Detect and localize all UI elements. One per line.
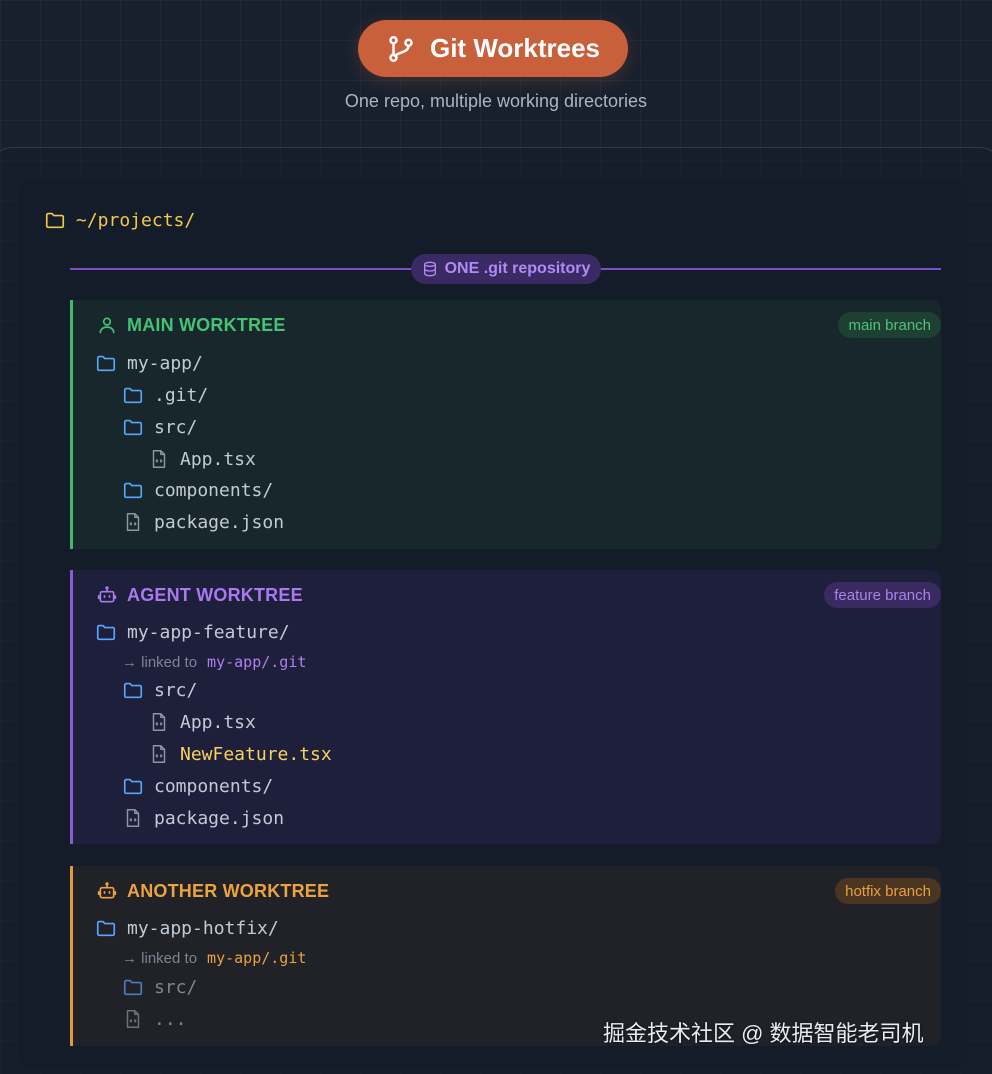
page-title: Git Worktrees	[429, 33, 600, 63]
tree-item-label: my-app/	[127, 352, 203, 374]
folder-icon	[123, 419, 143, 436]
code-file-icon	[126, 513, 140, 531]
tree-item-label: src/	[154, 679, 198, 701]
watermark: 掘金技术社区 @ 数据智能老司机	[603, 1021, 924, 1046]
tree-item-label: ...	[154, 1008, 187, 1030]
code-file-icon	[126, 809, 140, 827]
repository-label: ONE .git repository	[444, 260, 591, 277]
folder-icon	[96, 920, 116, 937]
tree-item-label: App.tsx	[180, 711, 256, 733]
title-badge: Git Worktrees	[358, 20, 628, 77]
folder-icon	[123, 387, 143, 404]
tree-folder: my-app-hotfix/	[95, 915, 279, 941]
tree-item-label: package.json	[154, 807, 285, 829]
root-path: ~/projects/	[44, 208, 195, 232]
user-icon	[99, 317, 115, 334]
git-branch-icon	[389, 35, 413, 62]
linked-prefix: → linked to	[122, 949, 198, 967]
tree-item-label: components/	[154, 775, 274, 797]
tree-item-label: src/	[154, 976, 198, 998]
tree-item-label: src/	[154, 416, 198, 438]
code-file-icon	[126, 1010, 140, 1028]
tree-item-label: my-app-feature/	[127, 621, 290, 643]
tree-folder: .git/	[122, 382, 208, 408]
tree-folder: src/	[122, 677, 197, 703]
worktree-title: ANOTHER WORKTREE	[127, 880, 330, 901]
folder-icon	[123, 682, 143, 699]
branch-badge: hotfix branch	[835, 878, 941, 904]
branch-badge: feature branch	[824, 582, 941, 608]
folder-icon	[123, 778, 143, 795]
tree-item-label: App.tsx	[180, 448, 256, 470]
linked-note: → linked to my-app/.git	[122, 652, 306, 672]
tree-file: App.tsx	[148, 709, 256, 735]
folder-icon	[123, 979, 143, 996]
worktree-header: ANOTHER WORKTREE	[97, 878, 329, 904]
tree-folder: my-app/	[95, 350, 203, 376]
tree-file: ...	[122, 1006, 187, 1032]
tree-item-label: my-app-hotfix/	[127, 917, 279, 939]
tree-file: App.tsx	[148, 446, 256, 472]
tree-file: package.json	[122, 509, 284, 535]
worktree-title: MAIN WORKTREE	[127, 314, 286, 335]
tree-folder: components/	[122, 773, 273, 799]
page-subtitle: One repo, multiple working directories	[344, 91, 648, 111]
bot-icon	[97, 586, 117, 603]
tree-item-label: components/	[154, 479, 274, 501]
tree-folder: src/	[122, 414, 197, 440]
agent-worktree-card: AGENT WORKTREE feature branch my-app-fea…	[70, 570, 941, 844]
root-path-label: ~/projects/	[76, 209, 196, 231]
code-file-icon	[152, 713, 166, 731]
linked-target: my-app/.git	[207, 653, 307, 671]
tree-item-label: .git/	[154, 384, 209, 406]
header: Git Worktrees One repo, multiple working…	[0, 0, 992, 140]
linked-note: → linked to my-app/.git	[122, 948, 306, 968]
code-file-icon	[152, 745, 166, 763]
folder-icon	[45, 212, 65, 229]
tree-file-new: NewFeature.tsx	[148, 741, 332, 767]
folder-icon	[96, 355, 116, 372]
database-icon	[423, 261, 436, 277]
branch-badge: main branch	[838, 312, 941, 338]
hotfix-worktree-card: ANOTHER WORKTREE hotfix branch my-app-ho…	[70, 866, 941, 1046]
code-file-icon	[152, 450, 166, 468]
bot-icon	[97, 882, 117, 899]
main-worktree-card: MAIN WORKTREE main branch my-app/ .git/ …	[70, 300, 941, 549]
tree-item-label: package.json	[154, 511, 285, 533]
tree-folder: my-app-feature/	[95, 619, 290, 645]
repository-badge: ONE .git repository	[411, 254, 601, 284]
worktree-header: AGENT WORKTREE	[97, 582, 303, 608]
tree-item-label: NewFeature.tsx	[180, 743, 332, 765]
worktree-title: AGENT WORKTREE	[127, 584, 303, 605]
folder-icon	[123, 482, 143, 499]
worktree-header: MAIN WORKTREE	[97, 312, 286, 338]
tree-folder: components/	[122, 477, 273, 503]
linked-prefix: → linked to	[122, 653, 198, 671]
folder-icon	[96, 624, 116, 641]
linked-target: my-app/.git	[207, 949, 307, 967]
tree-folder: src/	[122, 974, 197, 1000]
tree-file: package.json	[122, 805, 284, 831]
